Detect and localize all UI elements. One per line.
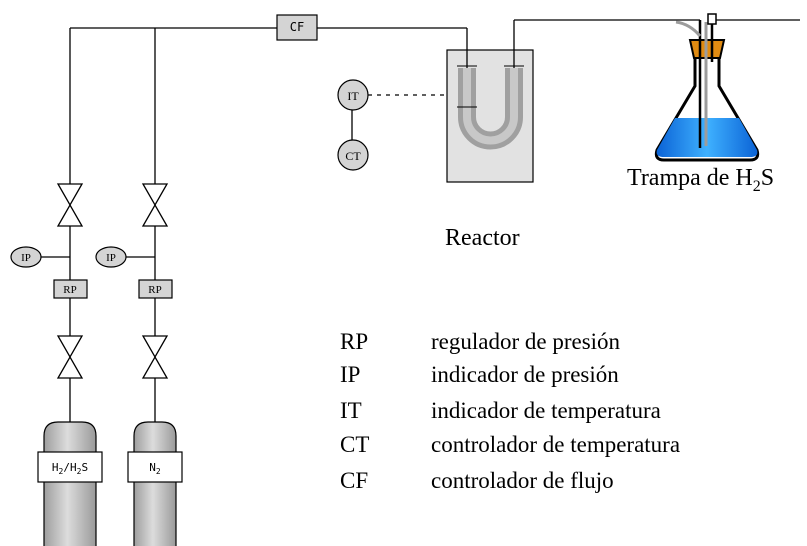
legend: RP regulador de presión IP indicador de …: [340, 329, 680, 493]
gas-cylinder-right: N2: [127, 421, 183, 546]
legend-description: indicador de presión: [431, 362, 619, 387]
legend-code: IT: [340, 398, 362, 423]
temperature-controller-label: CT: [345, 149, 361, 163]
legend-description: regulador de presión: [431, 329, 621, 354]
legend-code: RP: [340, 329, 368, 354]
valve-right-upper: [141, 183, 169, 227]
legend-code: CT: [340, 432, 369, 457]
legend-code: IP: [340, 362, 360, 387]
h2s-trap-flask: [654, 13, 760, 162]
temperature-indicator-label: IT: [347, 89, 359, 103]
cyl-left-s2: 2: [77, 467, 82, 476]
trap-label-subscript: 2: [753, 178, 761, 195]
h2s-trap-label: Trampa de H2S: [627, 165, 774, 195]
pressure-regulator-right-label: RP: [148, 284, 161, 296]
legend-description: controlador de flujo: [431, 468, 614, 493]
legend-description: controlador de temperatura: [431, 432, 680, 457]
pressure-regulator-left: RP: [53, 279, 88, 299]
pressure-regulator-right: RP: [138, 279, 173, 299]
gas-piping: [40, 19, 800, 422]
gas-cylinder-right-label: N2: [149, 461, 161, 476]
gas-cylinder-left-label: H2/H2S: [52, 461, 88, 476]
pressure-indicator-right: IP: [95, 246, 127, 268]
reactor: [446, 49, 534, 183]
temperature-controller: CT: [337, 139, 369, 171]
cyl-left-p1: H: [52, 461, 59, 474]
pressure-indicator-left-label: IP: [21, 252, 31, 264]
cyl-left-p3: S: [81, 461, 88, 474]
cyl-left-p2: /H: [63, 461, 76, 474]
temperature-indicator: IT: [337, 79, 369, 111]
cyl-right-p1: N: [149, 461, 156, 474]
pressure-indicator-left: IP: [10, 246, 42, 268]
reactor-label: Reactor: [445, 225, 520, 251]
cyl-left-s1: 2: [59, 467, 64, 476]
valve-left-upper: [56, 183, 84, 227]
legend-description: indicador de temperatura: [431, 398, 661, 423]
valve-left-lower: [56, 335, 84, 379]
pressure-indicator-right-label: IP: [106, 252, 116, 264]
valve-right-lower: [141, 335, 169, 379]
flow-controller-label: CF: [290, 20, 304, 34]
legend-code: CF: [340, 468, 368, 493]
trap-label-prefix: Trampa de H: [627, 165, 753, 191]
flow-controller: CF: [276, 14, 318, 41]
gas-cylinder-left: H2/H2S: [37, 421, 103, 546]
pressure-regulator-left-label: RP: [63, 284, 76, 296]
trap-label-suffix: S: [761, 165, 774, 191]
cyl-right-s1: 2: [156, 467, 161, 476]
